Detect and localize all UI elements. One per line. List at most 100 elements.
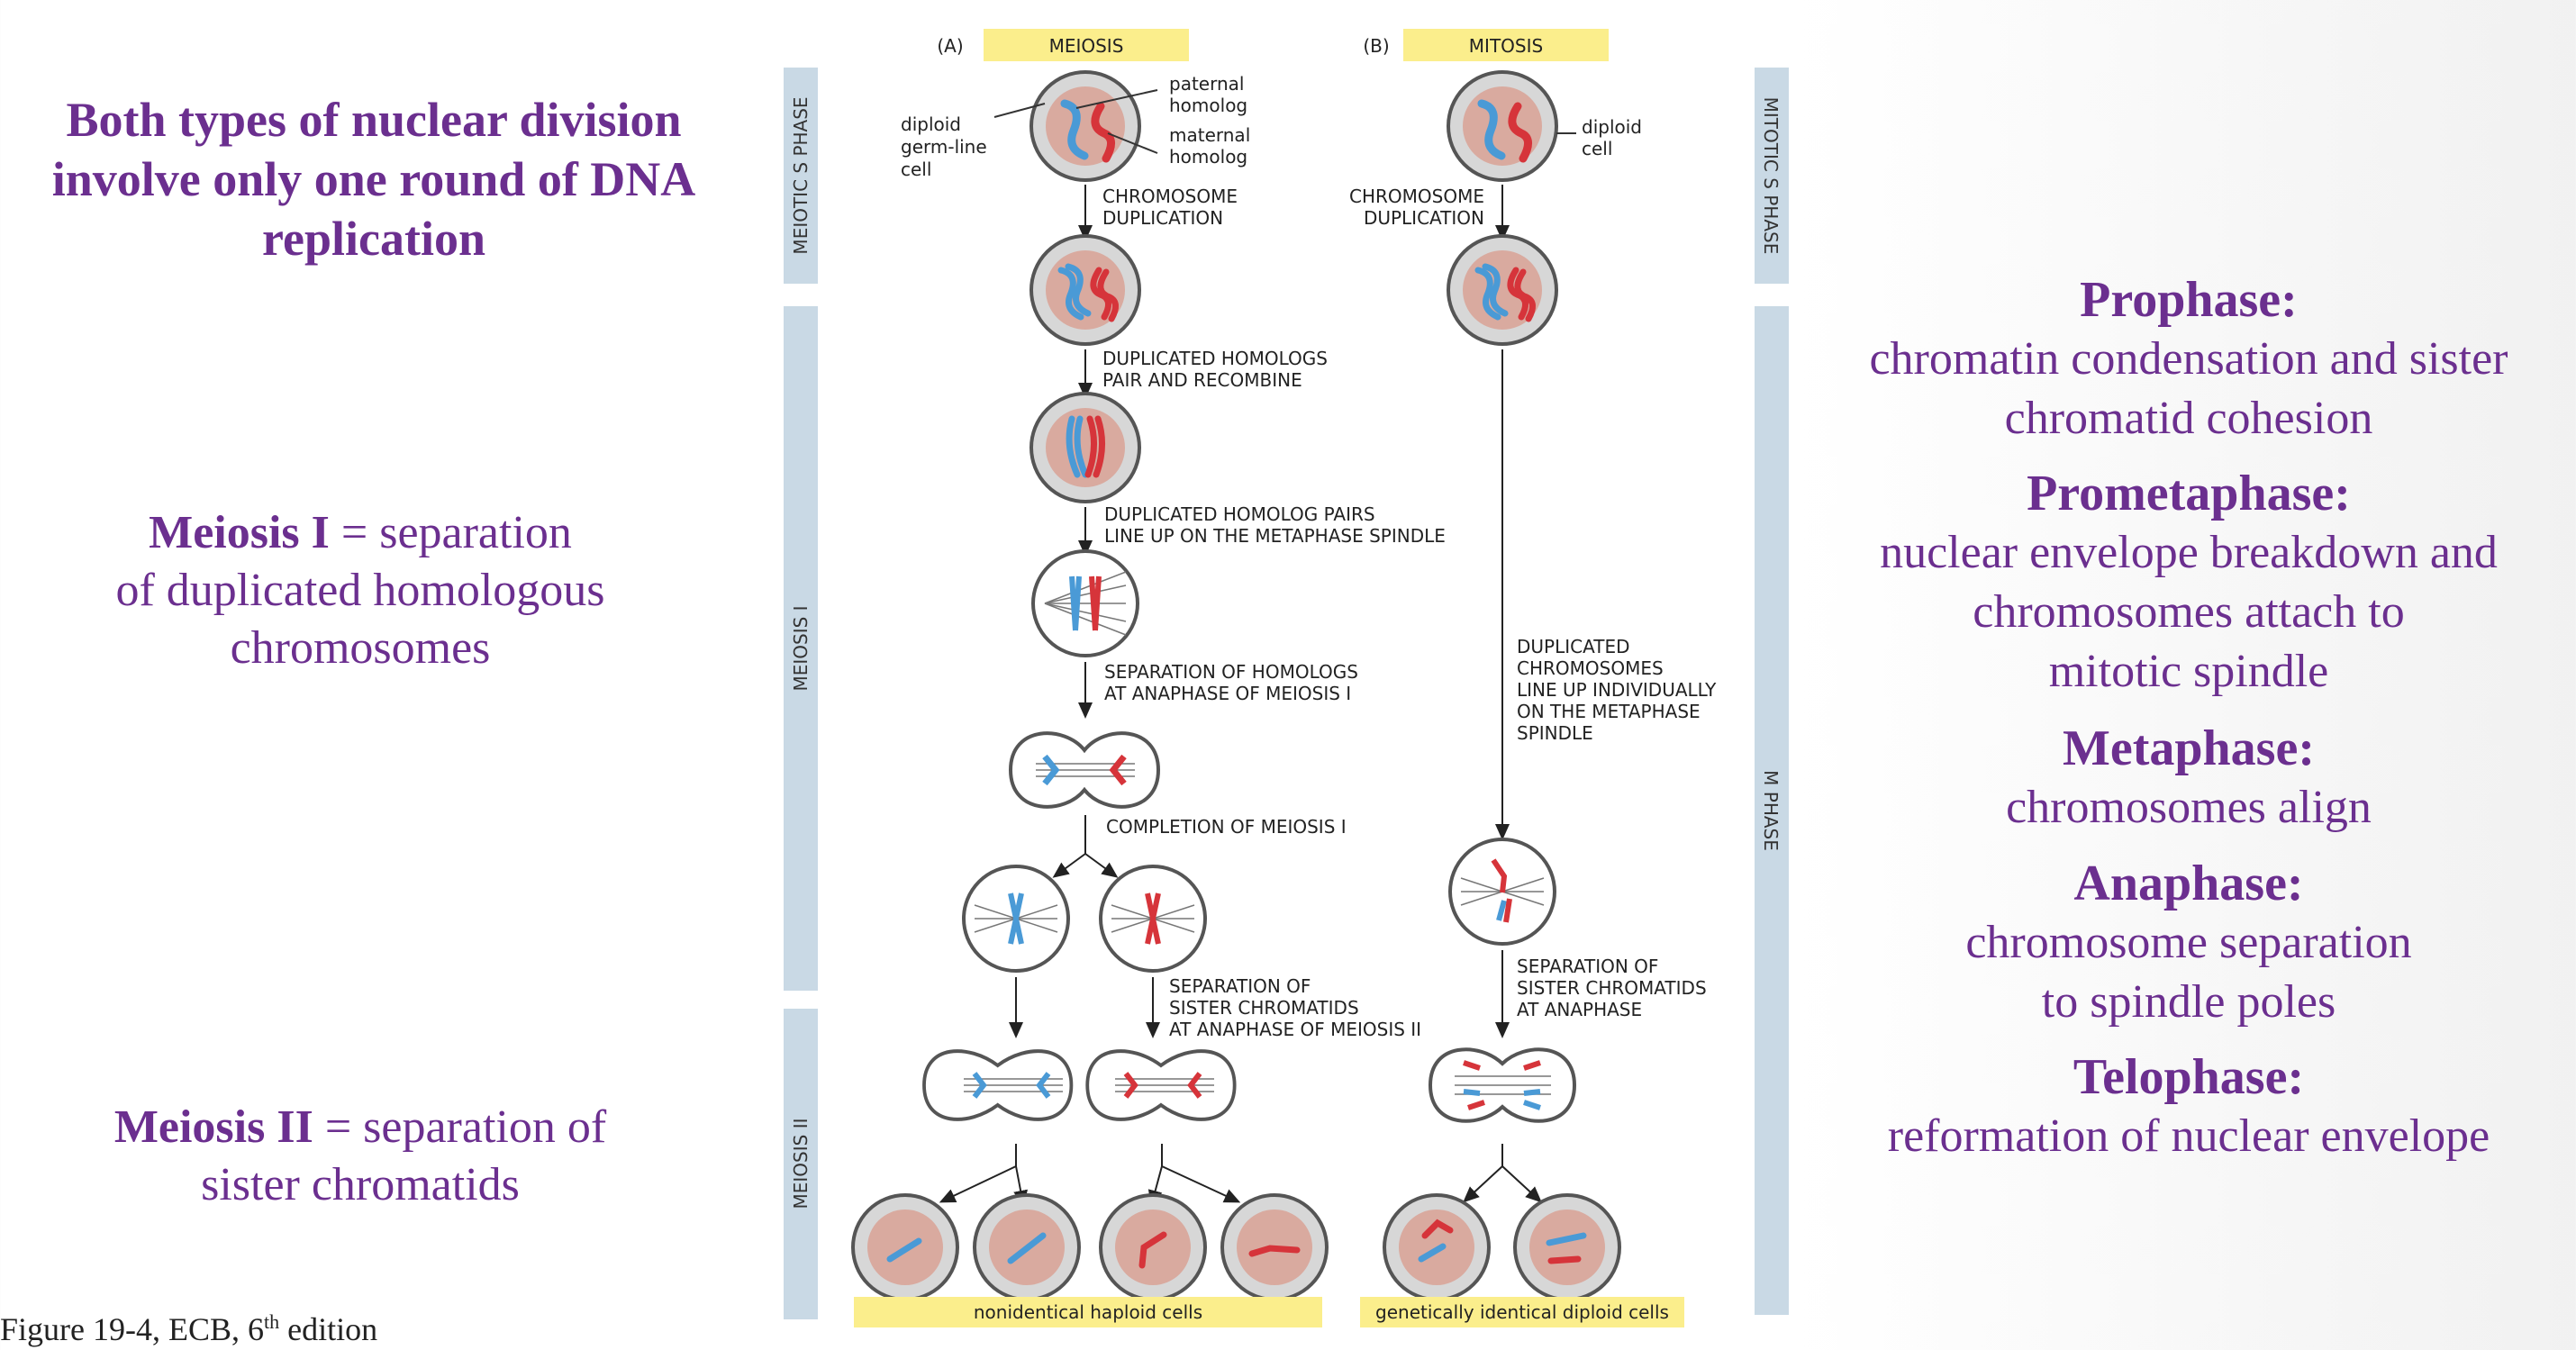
phase-desc: to spindle poles — [2041, 976, 2336, 1028]
phase-desc: chromosomes attach to — [1973, 586, 2405, 638]
haploid-cell-1 — [851, 1193, 959, 1301]
meiosis-2-definition: Meiosis II = separation of sister chroma… — [27, 1099, 694, 1214]
mitosis-duplicated-cell — [1447, 234, 1558, 346]
meiosis-1-def-line-2: of duplicated homologous — [115, 565, 605, 616]
replication-note: Both types of nuclear division involve o… — [51, 93, 696, 266]
side-label-mitotic-s: MITOTIC S PHASE — [1760, 97, 1782, 255]
meiosis-1-daughter-cell-blue — [962, 865, 1070, 973]
step-dup-b-2: DUPLICATION — [1364, 207, 1484, 229]
side-bar-m-phase — [1755, 306, 1789, 1315]
meiosis-1-def-line-3: chromosomes — [230, 622, 491, 674]
mitosis-metaphase-cell — [1448, 838, 1556, 946]
step-lineup-2: LINE UP ON THE METAPHASE SPINDLE — [1104, 525, 1446, 547]
label-diploid-germ-3: cell — [901, 159, 931, 180]
step-sep-sis-b-2: SISTER CHROMATIDS — [1517, 977, 1707, 999]
step-dup-b-1: CHROMOSOME — [1349, 186, 1484, 207]
leader-line — [993, 103, 1046, 118]
panel-a-letter: (A) — [937, 35, 963, 57]
haploid-cell-3 — [1099, 1193, 1207, 1301]
caption-edition: edition — [279, 1311, 378, 1347]
side-label-meiotic-s: MEIOTIC S PHASE — [790, 96, 812, 254]
panel-a-title-box — [984, 29, 1189, 61]
meiosis-paired-homologs-cell — [1029, 392, 1141, 503]
haploid-cell-2 — [973, 1193, 1081, 1301]
panel-b-letter: (B) — [1363, 35, 1389, 57]
mitosis-diploid-cell — [1447, 70, 1558, 182]
caption-superscript: th — [264, 1310, 280, 1333]
label-maternal-1: maternal — [1169, 124, 1250, 146]
leader-line — [1107, 132, 1158, 154]
meiosis-anaphase-2-cell-blue — [922, 1049, 1074, 1121]
meiosis-1-daughter-cell-red — [1099, 865, 1207, 973]
step-sep-sis-a-2: SISTER CHROMATIDS — [1169, 997, 1359, 1019]
haploid-cell-4 — [1220, 1193, 1329, 1301]
phase-desc: chromatid cohesion — [2004, 393, 2373, 444]
phase-name: Anaphase: — [2073, 856, 2304, 911]
mitosis-daughter-cell-1 — [1383, 1193, 1491, 1301]
meiosis-mitosis-figure: MEIOTIC S PHASE MEIOSIS I MEIOSIS II MIT… — [775, 18, 1792, 1346]
step-sep-hom-1: SEPARATION OF HOMOLOGS — [1104, 661, 1358, 683]
step-sep-sis-b-1: SEPARATION OF — [1517, 956, 1658, 977]
arrow — [939, 1165, 1017, 1203]
panel-b-title-box — [1403, 29, 1609, 61]
mitosis-anaphase-cell — [1428, 1047, 1577, 1123]
label-paternal-2: homolog — [1169, 95, 1247, 116]
step-pair-2: PAIR AND RECOMBINE — [1102, 369, 1302, 391]
result-b-label: genetically identical diploid cells — [1375, 1301, 1669, 1323]
meiosis-2-def-line-1: = separation of — [324, 1101, 607, 1153]
label-diploid-cell-1: diploid — [1582, 116, 1642, 138]
side-bar-mitotic-s — [1755, 68, 1789, 284]
label-paternal-1: paternal — [1169, 73, 1244, 95]
step-dup-a-2: DUPLICATION — [1102, 207, 1223, 229]
leader-line — [1075, 89, 1158, 109]
result-a-label: nonidentical haploid cells — [974, 1301, 1202, 1323]
result-b-box — [1360, 1297, 1684, 1327]
meiosis-metaphase-1-cell — [1031, 549, 1139, 657]
step-mit-line-1: DUPLICATED — [1517, 636, 1630, 657]
step-mit-line-5: SPINDLE — [1517, 722, 1593, 744]
arrow — [1084, 853, 1119, 878]
side-label-m-phase: M PHASE — [1760, 770, 1782, 851]
step-pair-1: DUPLICATED HOMOLOGS — [1102, 348, 1328, 369]
figure-svg: MEIOTIC S PHASE MEIOSIS I MEIOSIS II MIT… — [784, 29, 1789, 1327]
panel-a-title: MEIOSIS — [1049, 35, 1124, 57]
step-sep-sis-a-3: AT ANAPHASE OF MEIOSIS II — [1169, 1019, 1421, 1040]
phase-name: Telophase: — [2073, 1049, 2305, 1105]
step-mit-line-3: LINE UP INDIVIDUALLY — [1517, 679, 1717, 701]
phase-desc: mitotic spindle — [2048, 646, 2329, 697]
side-bar-meiosis-1 — [784, 306, 818, 991]
phase-name: Prometaphase: — [2027, 466, 2351, 521]
label-diploid-cell-2: cell — [1582, 138, 1612, 159]
meiosis-2-term: Meiosis II — [113, 1101, 313, 1153]
step-lineup-1: DUPLICATED HOMOLOG PAIRS — [1104, 503, 1375, 525]
side-label-meiosis-2: MEIOSIS II — [790, 1119, 812, 1210]
result-a-box — [854, 1297, 1322, 1327]
phase-name: Prophase: — [2080, 272, 2298, 328]
step-sep-sis-b-3: AT ANAPHASE — [1517, 999, 1642, 1020]
meiosis-2-def-line-2: sister chromatids — [201, 1159, 520, 1210]
label-diploid-germ-2: germ-line — [901, 136, 987, 158]
meiosis-anaphase-1-cell — [1008, 731, 1161, 809]
meiosis-1-term: Meiosis I — [149, 507, 330, 558]
step-dup-a-1: CHROMOSOME — [1102, 186, 1238, 207]
step-sep-hom-2: AT ANAPHASE OF MEIOSIS I — [1104, 683, 1351, 704]
figure-caption: Figure 19-4, ECB, 6th edition — [0, 1310, 377, 1348]
step-mit-line-2: CHROMOSOMES — [1517, 657, 1664, 679]
side-label-meiosis-1: MEIOSIS I — [790, 605, 812, 691]
phase-prometaphase: Prometaphase: nuclear envelope breakdown… — [1792, 464, 2576, 702]
side-bar-meiotic-s — [784, 68, 818, 284]
step-mit-line-4: ON THE METAPHASE — [1517, 701, 1701, 722]
phase-prophase: Prophase: chromatin condensation and sis… — [1792, 270, 2576, 448]
phase-anaphase: Anaphase: chromosome separation to spind… — [1792, 854, 2576, 1032]
arrow — [1161, 1165, 1241, 1203]
meiosis-diploid-cell — [1029, 70, 1141, 182]
label-diploid-germ-1: diploid — [901, 113, 961, 135]
side-bar-meiosis-2 — [784, 1009, 818, 1319]
phase-telophase: Telophase: reformation of nuclear envelo… — [1792, 1047, 2576, 1166]
phase-desc: nuclear envelope breakdown and — [1880, 527, 2498, 578]
meiosis-anaphase-2-cell-red — [1085, 1049, 1237, 1121]
phase-desc: reformation of nuclear envelope — [1887, 1110, 2490, 1162]
phase-desc: chromatin condensation and sister — [1869, 333, 2508, 385]
meiosis-1-def-line-1: = separation — [340, 507, 572, 558]
meiosis-duplicated-cell — [1029, 234, 1141, 346]
